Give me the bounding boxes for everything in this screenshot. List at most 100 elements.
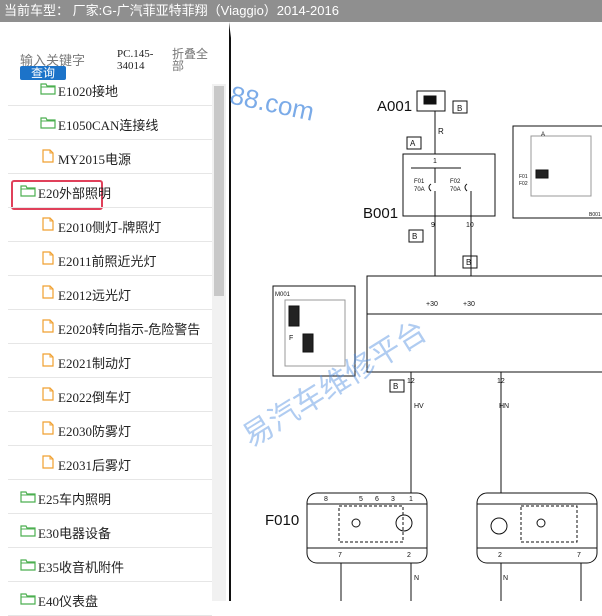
fold-all-button[interactable]: 折叠全部 xyxy=(172,47,209,73)
wire-hv: HV xyxy=(414,403,424,410)
tree-item-label: E1050CAN连接线 xyxy=(58,118,159,133)
tree-item[interactable]: E2030防雾灯 xyxy=(8,412,212,446)
pin-7-right: 7 xyxy=(577,552,581,559)
query-button[interactable]: 查询 xyxy=(20,66,66,80)
f010-label: F010 xyxy=(265,512,299,529)
fuse-f02: F02 xyxy=(450,179,461,185)
tree-item[interactable]: E2012远光灯 xyxy=(8,276,212,310)
highlight-box xyxy=(11,180,103,210)
document-icon xyxy=(40,387,56,401)
tree-list: E1020接地 E1050CAN连接线 MY2015电源 E20外部照明 E2010侧灯… xyxy=(0,83,212,616)
pin-7: 7 xyxy=(338,552,342,559)
tree-item-label: MY2015电源 xyxy=(58,152,131,167)
pin-10: 10 xyxy=(466,222,474,229)
plus30-right: +30 xyxy=(463,301,475,308)
tree-item[interactable]: E40仪表盘 xyxy=(8,582,212,616)
tree-item[interactable]: E2022倒车灯 xyxy=(8,378,212,412)
main-module xyxy=(366,275,602,373)
folder-icon xyxy=(20,557,36,571)
b001-fuse-box xyxy=(402,153,496,217)
wire-r-label: R xyxy=(438,127,444,136)
tree-item-label: E2012远光灯 xyxy=(58,288,131,303)
left-panel: 输入关键字 查询 PC.145- 34014 折叠全部 E1020接地 E1050… xyxy=(0,22,229,616)
tree-item[interactable]: E30电器设备 xyxy=(8,514,212,548)
document-icon xyxy=(40,421,56,435)
wire-n-left: N xyxy=(414,575,419,582)
tree-item[interactable]: E25车内照明 xyxy=(8,480,212,514)
search-bar: 输入关键字 查询 PC.145- 34014 折叠全部 xyxy=(0,22,229,84)
a001-label: A001 xyxy=(377,98,412,115)
pin-12-a: 12 xyxy=(407,378,415,385)
folder-icon xyxy=(20,523,36,537)
b001-small-label: B001 xyxy=(589,212,601,218)
wire-hn: HN xyxy=(499,403,509,410)
tree-item-label: E2022倒车灯 xyxy=(58,390,131,405)
tree-item-label: E2030防雾灯 xyxy=(58,424,131,439)
wire-n-right: N xyxy=(503,575,508,582)
pin-2-right: 2 xyxy=(498,552,502,559)
fuse-panel xyxy=(512,125,602,219)
panel-f02: F02 xyxy=(519,181,528,187)
keyword-input[interactable]: 输入关键字 xyxy=(20,54,86,69)
document-icon xyxy=(40,217,56,231)
document-icon xyxy=(40,149,56,163)
folder-icon xyxy=(40,115,56,129)
pin-1-lamp: 1 xyxy=(409,496,413,503)
fuse-f01: F01 xyxy=(414,179,425,185)
tree-item[interactable]: E1050CAN连接线 xyxy=(8,106,212,140)
tree-item-label: E2020转向指示-危险警告 xyxy=(58,322,201,337)
document-icon xyxy=(40,455,56,469)
pin-1: 1 xyxy=(433,158,437,165)
document-icon xyxy=(40,251,56,265)
tree-item-label: E2011前照近光灯 xyxy=(58,254,157,269)
fuse-f02-amp: 70A xyxy=(450,187,461,193)
wiring-diagram: A001 B001 F010 M001 B001 B A B B B R 1 9… xyxy=(227,80,602,601)
watermark-url: 88.com xyxy=(227,80,317,127)
pin-2: 2 xyxy=(407,552,411,559)
page-header: 当前车型： 厂家:G-广汽菲亚特菲翔（Viaggio）2014-2016 xyxy=(0,0,602,22)
lamp-right xyxy=(476,492,598,564)
tree-item-label: E2010侧灯-牌照灯 xyxy=(58,220,162,235)
tree-item-label: E1020接地 xyxy=(58,84,118,99)
document-icon xyxy=(40,285,56,299)
plus30-left: +30 xyxy=(426,301,438,308)
m001-module xyxy=(272,285,356,377)
tag-b-4: B xyxy=(393,382,398,391)
tree-item[interactable]: E2010侧灯-牌照灯 xyxy=(8,208,212,242)
folder-icon xyxy=(20,183,36,197)
fuse-f01-amp: 70A xyxy=(414,187,425,193)
folder-icon xyxy=(20,591,36,605)
tree-item[interactable]: E2031后雾灯 xyxy=(8,446,212,480)
tree-item[interactable]: E35收音机附件 xyxy=(8,548,212,582)
tag-b-2: B xyxy=(412,232,417,241)
folder-icon xyxy=(20,489,36,503)
pc-code: PC.145- 34014 xyxy=(117,48,154,72)
tree-item[interactable]: E1020接地 xyxy=(8,72,212,106)
tag-a-1: A xyxy=(410,139,416,148)
tag-b-1: B xyxy=(457,104,462,113)
pin-6: 6 xyxy=(375,496,379,503)
tree-item-label: E30电器设备 xyxy=(38,526,111,541)
tree-item[interactable]: MY2015电源 xyxy=(8,140,212,174)
m001-label: M001 xyxy=(275,292,291,298)
scrollbar[interactable] xyxy=(212,84,226,601)
diagram-panel: A001 B001 F010 M001 B001 B A B B B R 1 9… xyxy=(227,22,602,601)
pin-f: F xyxy=(289,335,293,342)
scrollbar-thumb[interactable] xyxy=(214,86,224,296)
battery-box xyxy=(416,90,446,112)
tree-item[interactable]: E2011前照近光灯 xyxy=(8,242,212,276)
tag-b-3: B xyxy=(466,258,471,267)
tree-item-label: E35收音机附件 xyxy=(38,560,124,575)
pin-3: 3 xyxy=(391,496,395,503)
tree-item-label: E25车内照明 xyxy=(38,492,111,507)
folder-icon xyxy=(40,81,56,95)
b001-label: B001 xyxy=(363,205,398,222)
tree-item[interactable]: E2020转向指示-危险警告 xyxy=(8,310,212,344)
tree-item[interactable]: E2021制动灯 xyxy=(8,344,212,378)
tree-item-label: E20外部照明 xyxy=(38,186,111,201)
tree-item-label: E2021制动灯 xyxy=(58,356,131,371)
f010-lamp-left xyxy=(306,492,428,564)
tree-item[interactable]: E20外部照明 xyxy=(8,174,212,208)
document-icon xyxy=(40,353,56,367)
pin-9: 9 xyxy=(431,222,435,229)
